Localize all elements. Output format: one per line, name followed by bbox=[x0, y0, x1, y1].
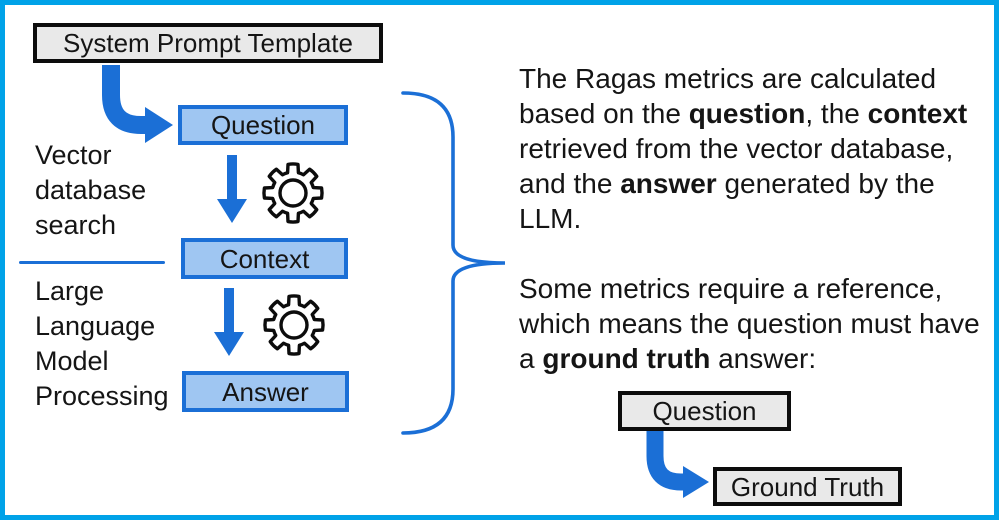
answer-box: Answer bbox=[182, 371, 349, 412]
bold-term-ground-truth: ground truth bbox=[542, 343, 711, 374]
context-box: Context bbox=[181, 238, 348, 279]
text-segment: which means the question must have bbox=[519, 308, 980, 339]
reference-explanation-paragraph: Some metrics require a reference, which … bbox=[519, 271, 980, 376]
text-segment: The Ragas metrics are calculated bbox=[519, 63, 937, 94]
bold-term-answer: answer bbox=[620, 168, 717, 199]
curly-brace bbox=[401, 91, 506, 435]
text-segment: a bbox=[519, 343, 543, 374]
label-line: database bbox=[35, 175, 147, 205]
gear-icon bbox=[262, 162, 324, 224]
question-box: Question bbox=[178, 105, 348, 145]
reference-question-box: Question bbox=[618, 391, 791, 431]
label-line: Vector bbox=[35, 140, 112, 170]
text-segment: , the bbox=[805, 98, 868, 129]
text-segment: and the bbox=[519, 168, 621, 199]
down-arrow-icon bbox=[217, 155, 247, 223]
elbow-arrow-icon bbox=[646, 431, 709, 498]
elbow-arrow-icon bbox=[102, 65, 173, 143]
ragas-explanation-paragraph: The Ragas metrics are calculated based o… bbox=[519, 61, 967, 236]
label-line: Large bbox=[35, 276, 105, 306]
down-arrow-icon bbox=[214, 288, 244, 356]
label-line: Model bbox=[35, 346, 109, 376]
llm-processing-label: Large Language Model Processing bbox=[35, 274, 169, 414]
gear-icon bbox=[263, 294, 325, 356]
text-segment: LLM. bbox=[519, 203, 582, 234]
bold-term-context: context bbox=[867, 98, 968, 129]
label-line: search bbox=[35, 210, 117, 240]
bold-term-question: question bbox=[688, 98, 806, 129]
system-prompt-template-box: System Prompt Template bbox=[33, 23, 383, 63]
text-segment: generated by the bbox=[716, 168, 935, 199]
ground-truth-box: Ground Truth bbox=[713, 467, 902, 506]
text-segment: Some metrics require a reference, bbox=[519, 273, 943, 304]
label-line: Language bbox=[35, 311, 156, 341]
vector-database-search-label: Vector database search bbox=[35, 138, 146, 243]
text-segment: answer: bbox=[710, 343, 817, 374]
text-segment: retrieved from the vector database, bbox=[519, 133, 954, 164]
text-segment: based on the bbox=[519, 98, 689, 129]
label-line: Processing bbox=[35, 381, 169, 411]
section-divider bbox=[19, 261, 165, 264]
